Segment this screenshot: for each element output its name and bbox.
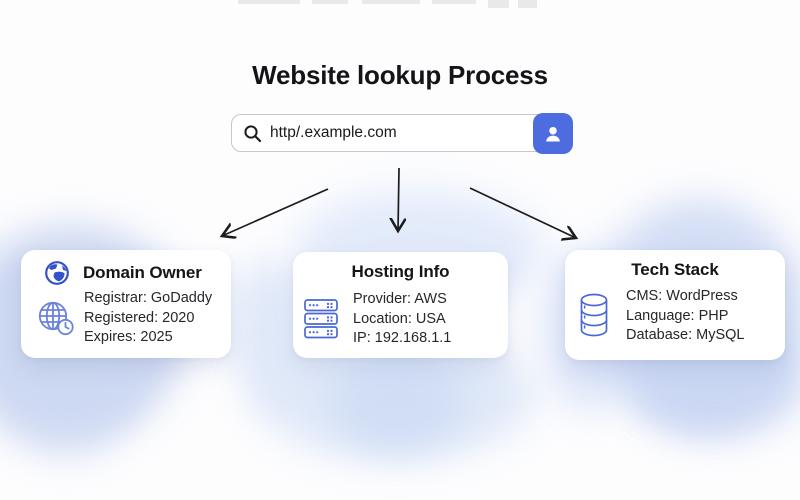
card-line: CMS: WordPress	[626, 288, 738, 304]
cropped-text-remnant	[312, 0, 348, 4]
search-icon	[243, 124, 262, 143]
card-hosting-info: Hosting Info	[293, 252, 508, 358]
url-input[interactable]	[262, 124, 571, 142]
card-line: Provider: AWS	[353, 291, 447, 307]
card-title: Domain Owner	[83, 263, 202, 282]
card-line: Location: USA	[353, 310, 446, 327]
page-title: Website lookup Process	[252, 60, 548, 90]
database-icon	[577, 292, 611, 340]
card-line: Expires: 2025	[84, 329, 173, 345]
card-line: Database: MySQL	[626, 327, 745, 343]
background-blob	[330, 352, 465, 450]
card-line: Language: PHP	[626, 307, 729, 324]
cropped-text-remnant	[238, 0, 300, 4]
server-rack-icon	[303, 298, 339, 340]
cropped-text-remnant	[518, 0, 537, 8]
card-title: Hosting Info	[351, 262, 450, 281]
card-line: IP: 192.168.1.1	[353, 330, 452, 346]
search-bar	[231, 113, 573, 154]
globe-clock-icon	[35, 298, 77, 338]
card-tech-stack: Tech Stack CMS: WordPress Language: PHP	[565, 250, 785, 360]
card-domain-owner: Domain Owner Registra	[21, 250, 231, 358]
cropped-text-remnant	[488, 0, 509, 8]
lookup-button[interactable]	[532, 113, 573, 154]
user-icon	[542, 123, 564, 145]
cropped-text-remnant	[362, 0, 420, 4]
globe-icon	[44, 260, 70, 286]
card-title: Tech Stack	[631, 260, 719, 279]
card-line: Registered: 2020	[84, 309, 195, 326]
card-line: Registrar: GoDaddy	[84, 290, 213, 306]
cropped-text-remnant	[432, 0, 476, 4]
